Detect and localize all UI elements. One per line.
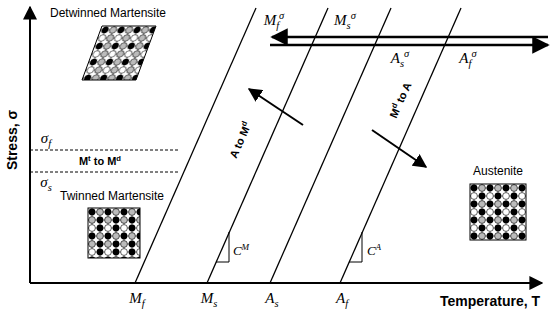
stress-symbol: σf bbox=[41, 130, 51, 150]
phase-name: Twinned Martensite bbox=[60, 190, 164, 203]
temperature-symbol: Afσ bbox=[459, 48, 476, 70]
temperature-symbol: Msσ bbox=[334, 10, 356, 32]
transformation-label: Mt to Md bbox=[79, 155, 121, 168]
axis-title: Temperature, T bbox=[440, 294, 540, 309]
loading-arrow bbox=[272, 36, 548, 39]
phase-name: Detwinned Martensite bbox=[50, 7, 166, 20]
temperature-axis bbox=[30, 282, 542, 284]
forward-transformation-arrow bbox=[249, 89, 303, 125]
reverse-transformation-arrow bbox=[372, 130, 426, 167]
stress-axis bbox=[29, 7, 31, 283]
axis-title: Stress, σ bbox=[5, 110, 20, 170]
unloading-arrow bbox=[270, 44, 548, 47]
sigma-s-dashed-line bbox=[30, 172, 180, 173]
slope-symbol: CA bbox=[367, 242, 381, 259]
phase-name: Austenite bbox=[473, 165, 523, 178]
slope-symbol: CM bbox=[233, 242, 249, 259]
ms-line bbox=[207, 8, 328, 283]
tick-label: Af bbox=[336, 290, 348, 310]
detwinned-lattice bbox=[82, 26, 156, 80]
transformation-label: Md to A bbox=[386, 80, 413, 120]
mf-line bbox=[135, 8, 256, 283]
twinned-lattice bbox=[88, 208, 140, 258]
sigma-f-dashed-line bbox=[30, 150, 180, 151]
temperature-symbol: Mfσ bbox=[264, 10, 285, 32]
slope-triangle bbox=[349, 232, 362, 262]
af-line bbox=[340, 8, 461, 283]
temperature-symbol: Asσ bbox=[391, 48, 409, 70]
austenite-lattice bbox=[470, 184, 526, 240]
stress-symbol: σs bbox=[40, 174, 52, 194]
tick-label: Ms bbox=[201, 290, 218, 310]
slope-triangle bbox=[216, 232, 229, 262]
transformation-label: A to Md bbox=[226, 120, 253, 160]
as-line bbox=[270, 8, 391, 283]
tick-label: Mf bbox=[129, 290, 144, 310]
tick-label: As bbox=[265, 290, 278, 310]
